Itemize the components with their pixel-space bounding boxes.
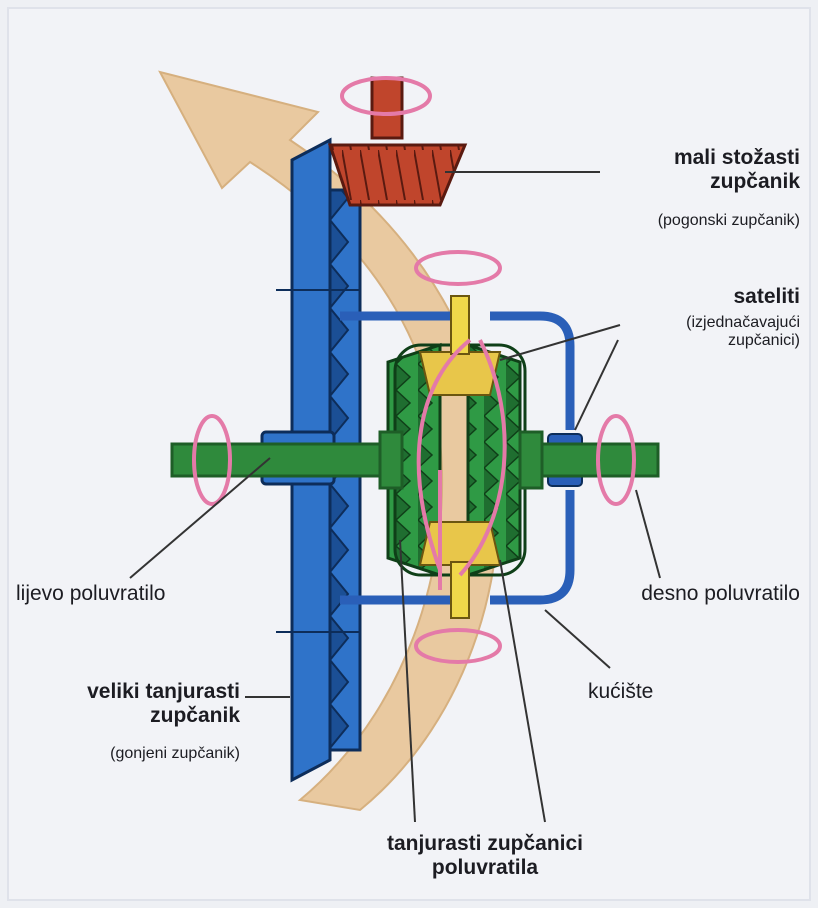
satellites-note-line2: zupčanici) — [600, 332, 800, 350]
left-half-shaft-label: lijevo poluvratilo — [16, 582, 165, 606]
side-gears-label: tanjurasti zupčanici poluvratila — [330, 832, 640, 880]
drive-pinion-line2: zupčanik — [560, 170, 800, 194]
housing-label: kućište — [588, 680, 653, 704]
satellites-note-line1: (izjednačavajući — [600, 314, 800, 332]
ring-gear-line1: veliki tanjurasti — [10, 680, 240, 704]
side-gears-line2: poluvratila — [330, 856, 640, 880]
ring-gear-line2: zupčanik — [10, 704, 240, 728]
ring-gear-note: (gonjeni zupčanik) — [10, 745, 240, 763]
drive-pinion-note: (pogonski zupčanik) — [560, 212, 800, 230]
ring-gear-label: veliki tanjurasti zupčanik — [10, 680, 240, 728]
drive-pinion-label: mali stožasti zupčanik — [560, 146, 800, 194]
side-gears-line1: tanjurasti zupčanici — [330, 832, 640, 856]
drive-pinion-line1: mali stožasti — [560, 146, 800, 170]
right-half-shaft-label: desno poluvratilo — [560, 582, 800, 606]
satellites-label: sateliti — [600, 285, 800, 309]
satellites-note: (izjednačavajući zupčanici) — [600, 314, 800, 351]
